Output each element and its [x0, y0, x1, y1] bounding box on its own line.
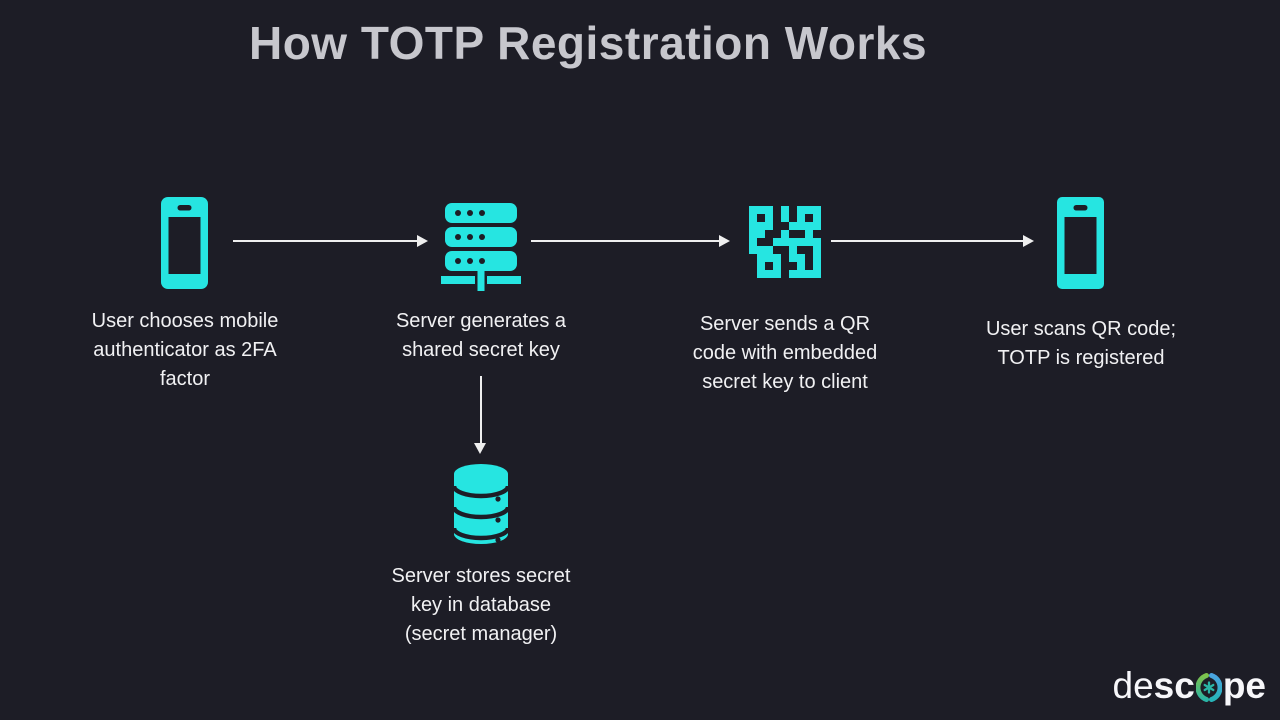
step-label: User scans QR code; TOTP is registered — [931, 315, 1231, 373]
descope-logo: de sc pe — [1113, 666, 1267, 706]
step-label-line: TOTP is registered — [997, 347, 1165, 369]
logo-text-sc: sc — [1153, 665, 1195, 706]
smartphone-icon — [1057, 197, 1104, 294]
arrow-step1-to-step2 — [233, 235, 428, 247]
step-label-line: Server stores secret — [391, 565, 571, 587]
arrow-step3-to-step4 — [831, 235, 1034, 247]
step-label-line: key in database — [410, 594, 552, 616]
step-label-line: User chooses mobile — [91, 310, 279, 332]
database-icon — [451, 462, 511, 551]
step-label-line: factor — [159, 368, 211, 390]
logo-text-pe: pe — [1222, 665, 1266, 706]
step-label-line: User scans QR code; — [985, 318, 1177, 340]
step-label: User chooses mobile authenticator as 2FA… — [35, 307, 335, 394]
qr-code-icon — [749, 206, 821, 283]
step-label: Server stores secret key in database (se… — [331, 562, 631, 649]
server-icon — [439, 203, 523, 296]
step-label: Server sends a QR code with embedded sec… — [635, 310, 935, 397]
logo-text-de: de — [1112, 665, 1154, 706]
step-label-line: (secret manager) — [404, 623, 558, 645]
step-label-line: Server generates a — [395, 310, 567, 332]
descope-logo-o-icon — [1195, 673, 1222, 702]
step-label-line: code with embedded — [692, 342, 878, 364]
page-title: How TOTP Registration Works — [248, 17, 928, 69]
step-label: Server generates a shared secret key — [331, 307, 631, 365]
step-label-line: Server sends a QR — [699, 313, 871, 335]
arrow-step2-to-step3 — [531, 235, 730, 247]
step-label-line: secret key to client — [702, 371, 868, 393]
smartphone-icon — [161, 197, 208, 294]
arrow-server-to-database — [474, 376, 486, 454]
step-label-line: shared secret key — [402, 339, 560, 361]
step-label-line: authenticator as 2FA — [93, 339, 277, 361]
